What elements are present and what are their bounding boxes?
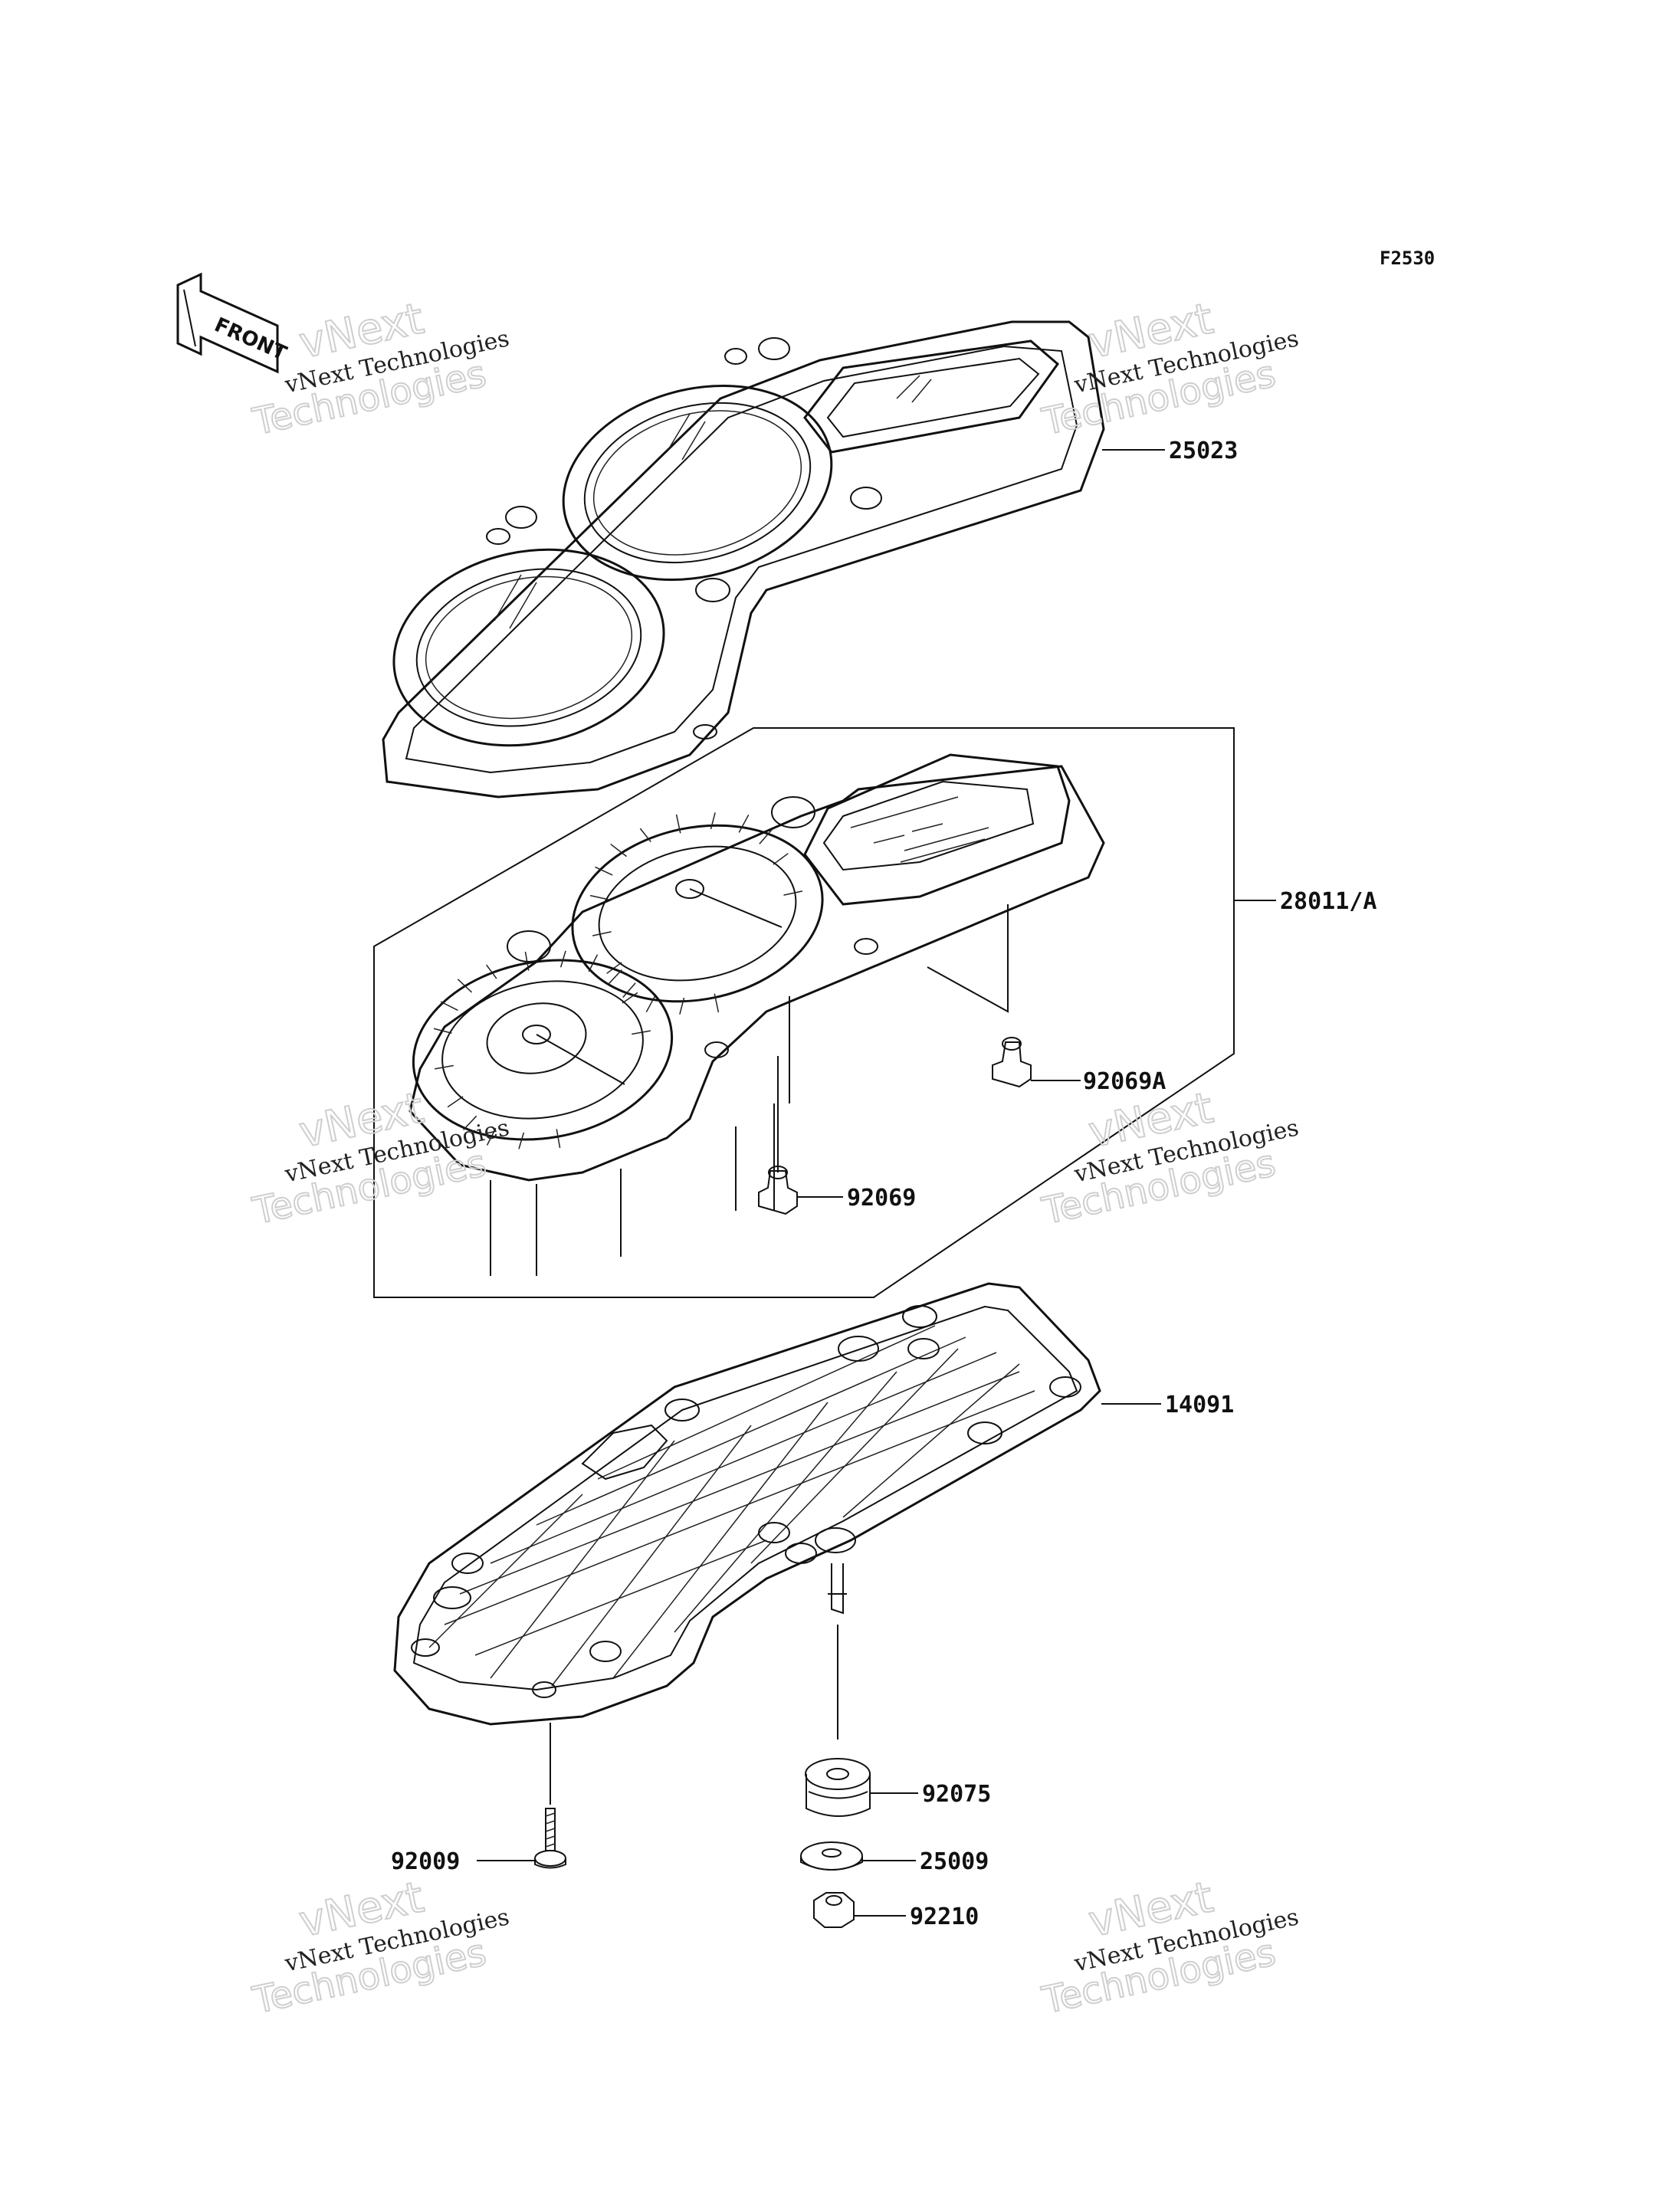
meter-assembly-drawing bbox=[409, 753, 1105, 1276]
part-label-92009: 92009 bbox=[391, 1848, 460, 1875]
nut-drawing bbox=[813, 1892, 855, 1928]
meter-assembly-bracket bbox=[373, 727, 1235, 1298]
watermark-top-right: vNext Technologies vNext Technologies bbox=[1038, 293, 1301, 444]
watermark-bottom-right: vNext Technologies vNext Technologies bbox=[1038, 1871, 1301, 2023]
watermark-bottom-left: vNext Technologies vNext Technologies bbox=[248, 1871, 512, 2023]
part-label-14091: 14091 bbox=[1165, 1392, 1234, 1418]
part-label-25023: 25023 bbox=[1169, 438, 1238, 464]
figure-code: F2530 bbox=[1380, 248, 1435, 269]
grommet-drawing bbox=[805, 1758, 871, 1817]
washer-drawing bbox=[800, 1841, 863, 1871]
part-label-92069: 92069 bbox=[847, 1185, 916, 1212]
part-label-92069A: 92069A bbox=[1083, 1068, 1166, 1095]
part-label-28011-A: 28011/A bbox=[1280, 888, 1376, 915]
part-label-25009: 25009 bbox=[920, 1848, 989, 1875]
part-label-92075: 92075 bbox=[922, 1781, 991, 1808]
part-label-92210: 92210 bbox=[910, 1904, 979, 1930]
bulb-socket-right-drawing bbox=[992, 1037, 1032, 1088]
front-arrow-icon: FRONT bbox=[176, 272, 290, 374]
bulb-socket-left-drawing bbox=[758, 1166, 798, 1215]
screw-drawing bbox=[534, 1808, 566, 1869]
watermark-middle-right: vNext Technologies vNext Technologies bbox=[1038, 1082, 1301, 1234]
meter-case-drawing bbox=[393, 1282, 1101, 1726]
watermark-middle-left: vNext Technologies vNext Technologies bbox=[248, 1082, 512, 1234]
meter-cover-drawing bbox=[382, 320, 1105, 798]
